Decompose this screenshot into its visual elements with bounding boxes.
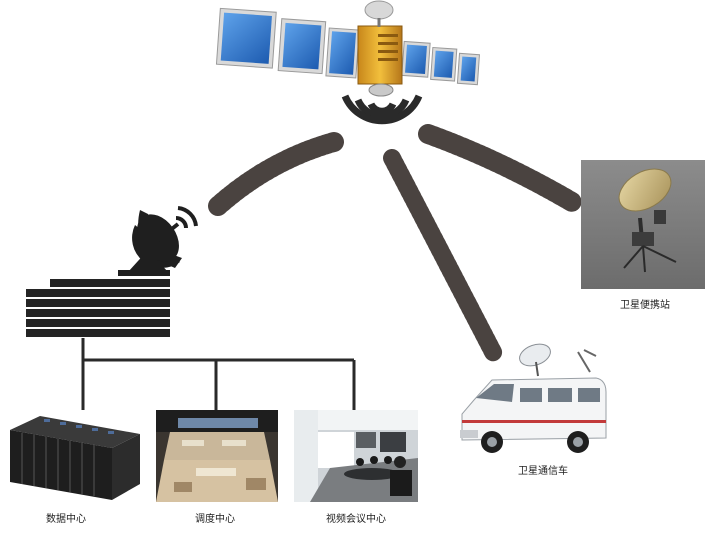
video-conference-image	[294, 410, 418, 502]
network-connector-lines	[81, 338, 356, 410]
label-data-center: 数据中心	[46, 514, 86, 525]
satellite-icon	[215, 0, 480, 97]
portable-dish-icon	[581, 160, 705, 289]
satellite-signal-icon	[341, 94, 423, 125]
label-video-conference-center: 视频会议中心	[326, 514, 386, 525]
comm-van-icon	[460, 343, 607, 453]
server-stack-icon	[26, 279, 170, 337]
label-satellite-portable-station: 卫星便携站	[620, 300, 670, 311]
label-satellite-comm-vehicle: 卫星通信车	[518, 466, 568, 477]
label-dispatch-center: 调度中心	[195, 514, 235, 525]
server-rack-icon	[10, 416, 140, 500]
ground-dish-icon	[118, 206, 198, 276]
signal-beams	[208, 124, 582, 363]
dispatch-center-image	[156, 410, 278, 502]
